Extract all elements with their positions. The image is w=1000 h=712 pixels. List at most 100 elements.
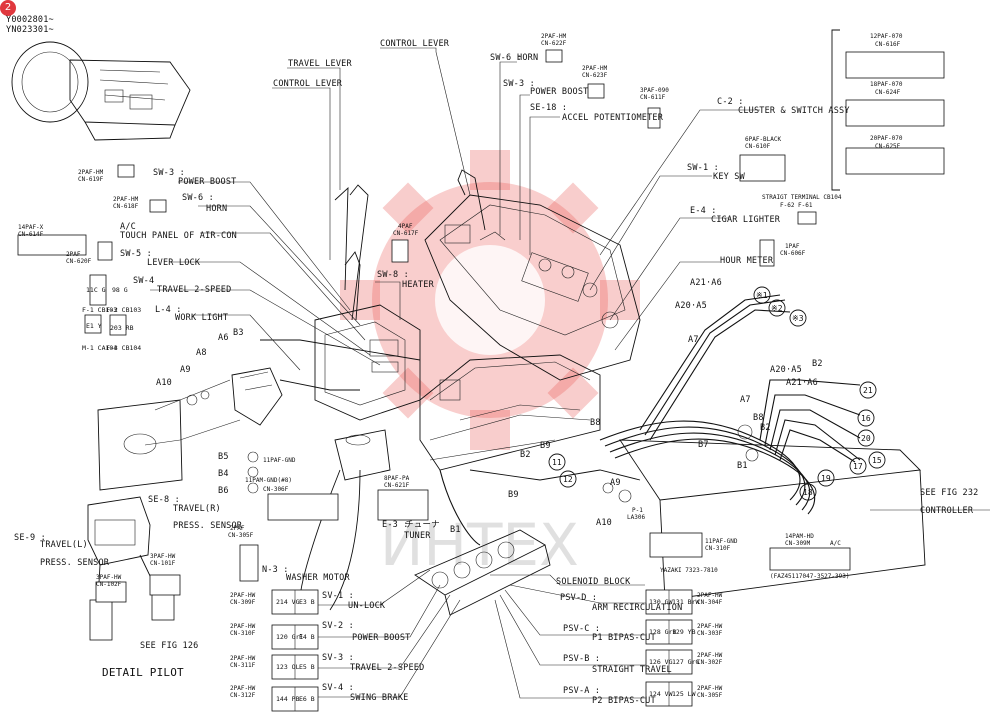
svg-text:E-4 :: E-4 :	[690, 206, 717, 216]
svg-text:CIGAR LIGHTER: CIGAR LIGHTER	[711, 215, 781, 225]
svg-text:SEE FIG 232: SEE FIG 232	[920, 488, 979, 498]
svg-text:F-3 CB104: F-3 CB104	[106, 344, 141, 352]
svg-text:PSV-C :: PSV-C :	[563, 624, 600, 634]
svg-text:SW-8 :: SW-8 :	[377, 270, 409, 280]
svg-text:CN-309M: CN-309M	[785, 540, 811, 547]
svg-text:17: 17	[853, 462, 863, 471]
svg-text:8PAF-PA: 8PAF-PA	[384, 475, 410, 482]
svg-text:CLUSTER & SWITCH ASSY: CLUSTER & SWITCH ASSY	[738, 106, 850, 116]
svg-text:120 Grl: 120 Grl	[276, 633, 303, 641]
svg-text:SW-4: SW-4	[133, 276, 154, 286]
svg-text:CN-101F: CN-101F	[150, 560, 176, 567]
svg-text:CN-310F: CN-310F	[705, 545, 731, 552]
svg-text:CN-306F: CN-306F	[263, 486, 289, 493]
svg-text:チューナ: チューナ	[405, 520, 440, 530]
svg-text:CN-611F: CN-611F	[640, 94, 666, 101]
svg-text:3PAF-HW: 3PAF-HW	[96, 574, 122, 581]
svg-text:WORK LIGHT: WORK LIGHT	[175, 313, 228, 323]
svg-text:A7: A7	[688, 335, 699, 345]
svg-text:※3: ※3	[792, 314, 804, 323]
svg-text:POWER BOOST: POWER BOOST	[178, 177, 237, 187]
svg-text:TRAVEL(L): TRAVEL(L)	[40, 540, 88, 550]
svg-text:11PAF-GND: 11PAF-GND	[705, 538, 738, 545]
svg-text:CN-614F: CN-614F	[18, 231, 44, 238]
svg-text:CN-102F: CN-102F	[96, 581, 122, 588]
svg-text:TRAVEL 2-SPEED: TRAVEL 2-SPEED	[350, 663, 424, 673]
svg-text:CN-305F: CN-305F	[697, 692, 723, 699]
svg-text:19: 19	[821, 474, 831, 483]
svg-text:2PAF-HW: 2PAF-HW	[230, 623, 256, 630]
svg-text:CN-309F: CN-309F	[230, 599, 256, 606]
svg-text:E6 B: E6 B	[299, 695, 315, 703]
svg-text:B8: B8	[590, 418, 601, 428]
svg-text:1PAF: 1PAF	[785, 243, 800, 250]
svg-text:PSV-B :: PSV-B :	[563, 654, 600, 664]
svg-text:B4: B4	[218, 469, 229, 479]
svg-text:2PAF-HW: 2PAF-HW	[697, 592, 723, 599]
svg-text:UN-LOCK: UN-LOCK	[348, 601, 386, 611]
svg-text:SE-8 :: SE-8 :	[148, 495, 180, 505]
svg-text:SOLENOID BLOCK: SOLENOID BLOCK	[556, 577, 631, 587]
svg-text:CN-610F: CN-610F	[745, 143, 771, 150]
svg-text:SW-3 :: SW-3 :	[153, 168, 185, 178]
svg-text:SWING BRAKE: SWING BRAKE	[350, 693, 409, 703]
svg-text:HORN: HORN	[517, 53, 538, 63]
svg-text:A20·A5: A20·A5	[675, 301, 707, 311]
svg-text:N-3 :: N-3 :	[262, 565, 289, 575]
svg-text:2PAF-HM: 2PAF-HM	[78, 169, 104, 176]
svg-text:CN-304F: CN-304F	[697, 599, 723, 606]
svg-text:128 GrB: 128 GrB	[649, 628, 676, 636]
svg-text:127 GrG: 127 GrG	[672, 658, 699, 666]
svg-text:2PAF-HW: 2PAF-HW	[230, 655, 256, 662]
svg-text:2PAF-HW: 2PAF-HW	[230, 592, 256, 599]
svg-text:A20·A5: A20·A5	[770, 365, 802, 375]
svg-text:4PAF: 4PAF	[398, 223, 413, 230]
svg-text:ACCEL POTENTIOMETER: ACCEL POTENTIOMETER	[562, 113, 664, 123]
svg-text:TOUCH PANEL OF AIR-CON: TOUCH PANEL OF AIR-CON	[120, 231, 237, 241]
watermark-logo	[340, 150, 640, 450]
svg-text:※2: ※2	[771, 304, 783, 313]
svg-text:SV-1 :: SV-1 :	[322, 591, 354, 601]
svg-text:2PAF: 2PAF	[66, 251, 81, 258]
svg-text:214 VG: 214 VG	[276, 598, 300, 606]
svg-text:98 G: 98 G	[112, 286, 128, 294]
svg-text:C-2 :: C-2 :	[717, 97, 744, 107]
svg-text:WASHER MOTOR: WASHER MOTOR	[286, 573, 350, 583]
svg-text:CN-311F: CN-311F	[230, 662, 256, 669]
svg-text:YAZAKI 7323-7810: YAZAKI 7323-7810	[660, 567, 718, 574]
callout-circles	[548, 286, 886, 501]
machine-thumbnail	[11, 41, 191, 141]
svg-text:CONTROLLER: CONTROLLER	[920, 506, 974, 516]
svg-text:11C G: 11C G	[86, 286, 106, 294]
svg-text:SW-3 :: SW-3 :	[503, 79, 535, 89]
svg-text:CN-302F: CN-302F	[697, 659, 723, 666]
svg-text:SV-2 :: SV-2 :	[322, 621, 354, 631]
connector-specs: 2PAF-HM CN-622F 2PAF-HM CN-623F 3PAF-090…	[18, 33, 903, 699]
svg-text:M-1 CA104: M-1 CA104	[82, 344, 117, 352]
page-badge: 2	[0, 0, 16, 16]
svg-text:21: 21	[863, 386, 873, 395]
svg-text:A21·A6: A21·A6	[786, 378, 818, 388]
svg-text:CN-624F: CN-624F	[875, 89, 901, 96]
svg-text:A8: A8	[196, 348, 207, 358]
svg-text:CN-312F: CN-312F	[230, 692, 256, 699]
svg-text:(FAZ45117047-3527-393): (FAZ45117047-3527-393)	[770, 573, 849, 580]
svg-text:CN-618F: CN-618F	[113, 203, 139, 210]
svg-text:STRAIGHT TRAVEL: STRAIGHT TRAVEL	[592, 665, 672, 675]
svg-text:B6: B6	[218, 486, 229, 496]
svg-text:A10: A10	[596, 518, 612, 528]
svg-text:L-4 :: L-4 :	[155, 305, 182, 315]
svg-text:11PAM-GND(#8): 11PAM-GND(#8)	[245, 477, 292, 484]
svg-text:E-3 :: E-3 :	[382, 520, 409, 530]
svg-text:SEE FIG 126: SEE FIG 126	[140, 641, 199, 651]
svg-text:PRESS. SENSOR: PRESS. SENSOR	[173, 521, 243, 531]
svg-text:14PAM-HD: 14PAM-HD	[785, 533, 814, 540]
svg-text:130 GW: 130 GW	[649, 598, 673, 606]
svg-text:14PAF-X: 14PAF-X	[18, 224, 44, 231]
svg-text:LA306: LA306	[627, 514, 645, 521]
serial-1: Y0002801~	[6, 15, 54, 25]
svg-text:3PAF-HW: 3PAF-HW	[150, 553, 176, 560]
svg-text:CN-623F: CN-623F	[582, 72, 608, 79]
svg-text:2PAF-HM: 2PAF-HM	[541, 33, 567, 40]
